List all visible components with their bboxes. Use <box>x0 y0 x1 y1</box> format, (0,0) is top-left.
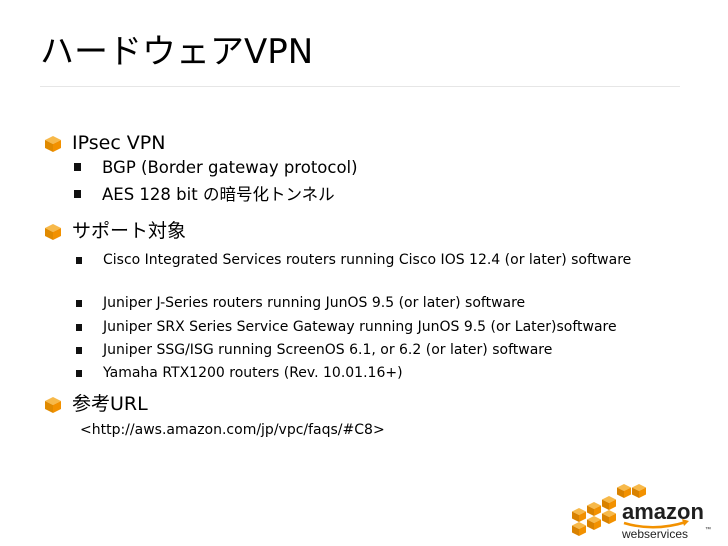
logo-word: amazon <box>622 499 704 524</box>
aws-cubes-icon <box>572 484 646 536</box>
slide-title: ハードウェアVPN <box>40 32 314 72</box>
logo-sub: webservices <box>621 527 688 541</box>
square-bullet-icon <box>74 190 81 198</box>
bullet-text: Juniper SSG/ISG running ScreenOS 6.1, or… <box>103 342 553 358</box>
bullet-text: Juniper J-Series routers running JunOS 9… <box>103 295 526 311</box>
aws-cube-icon <box>45 397 61 413</box>
aws-cube-icon <box>45 136 61 152</box>
reference-link[interactable]: <http://aws.amazon.com/jp/vpc/faqs/#C8> <box>80 422 385 438</box>
square-bullet-icon <box>76 300 82 307</box>
logo-tm: ™ <box>705 526 711 533</box>
bullet-text: Cisco Integrated Services routers runnin… <box>103 252 632 268</box>
section-heading: IPsec VPN <box>72 132 166 154</box>
bullet-text: BGP (Border gateway protocol) <box>102 158 358 177</box>
bullet-text: Yamaha RTX1200 routers (Rev. 10.01.16+) <box>103 365 403 381</box>
aws-logo: amazon webservices ™ <box>572 484 711 541</box>
square-bullet-icon <box>76 370 82 377</box>
square-bullet-icon <box>76 324 82 331</box>
section-heading: サポート対象 <box>72 220 187 242</box>
bullet-text: AES 128 bit の暗号化トンネル <box>102 185 335 204</box>
square-bullet-icon <box>76 257 82 264</box>
logo-smile <box>623 520 687 529</box>
bullet-text: Juniper SRX Series Service Gateway runni… <box>103 319 617 335</box>
title-divider <box>40 86 680 87</box>
aws-cube-icon <box>45 224 61 240</box>
section-heading: 参考URL <box>72 393 148 415</box>
logo-arrow-icon <box>682 519 689 526</box>
square-bullet-icon <box>76 347 82 354</box>
square-bullet-icon <box>74 163 81 171</box>
